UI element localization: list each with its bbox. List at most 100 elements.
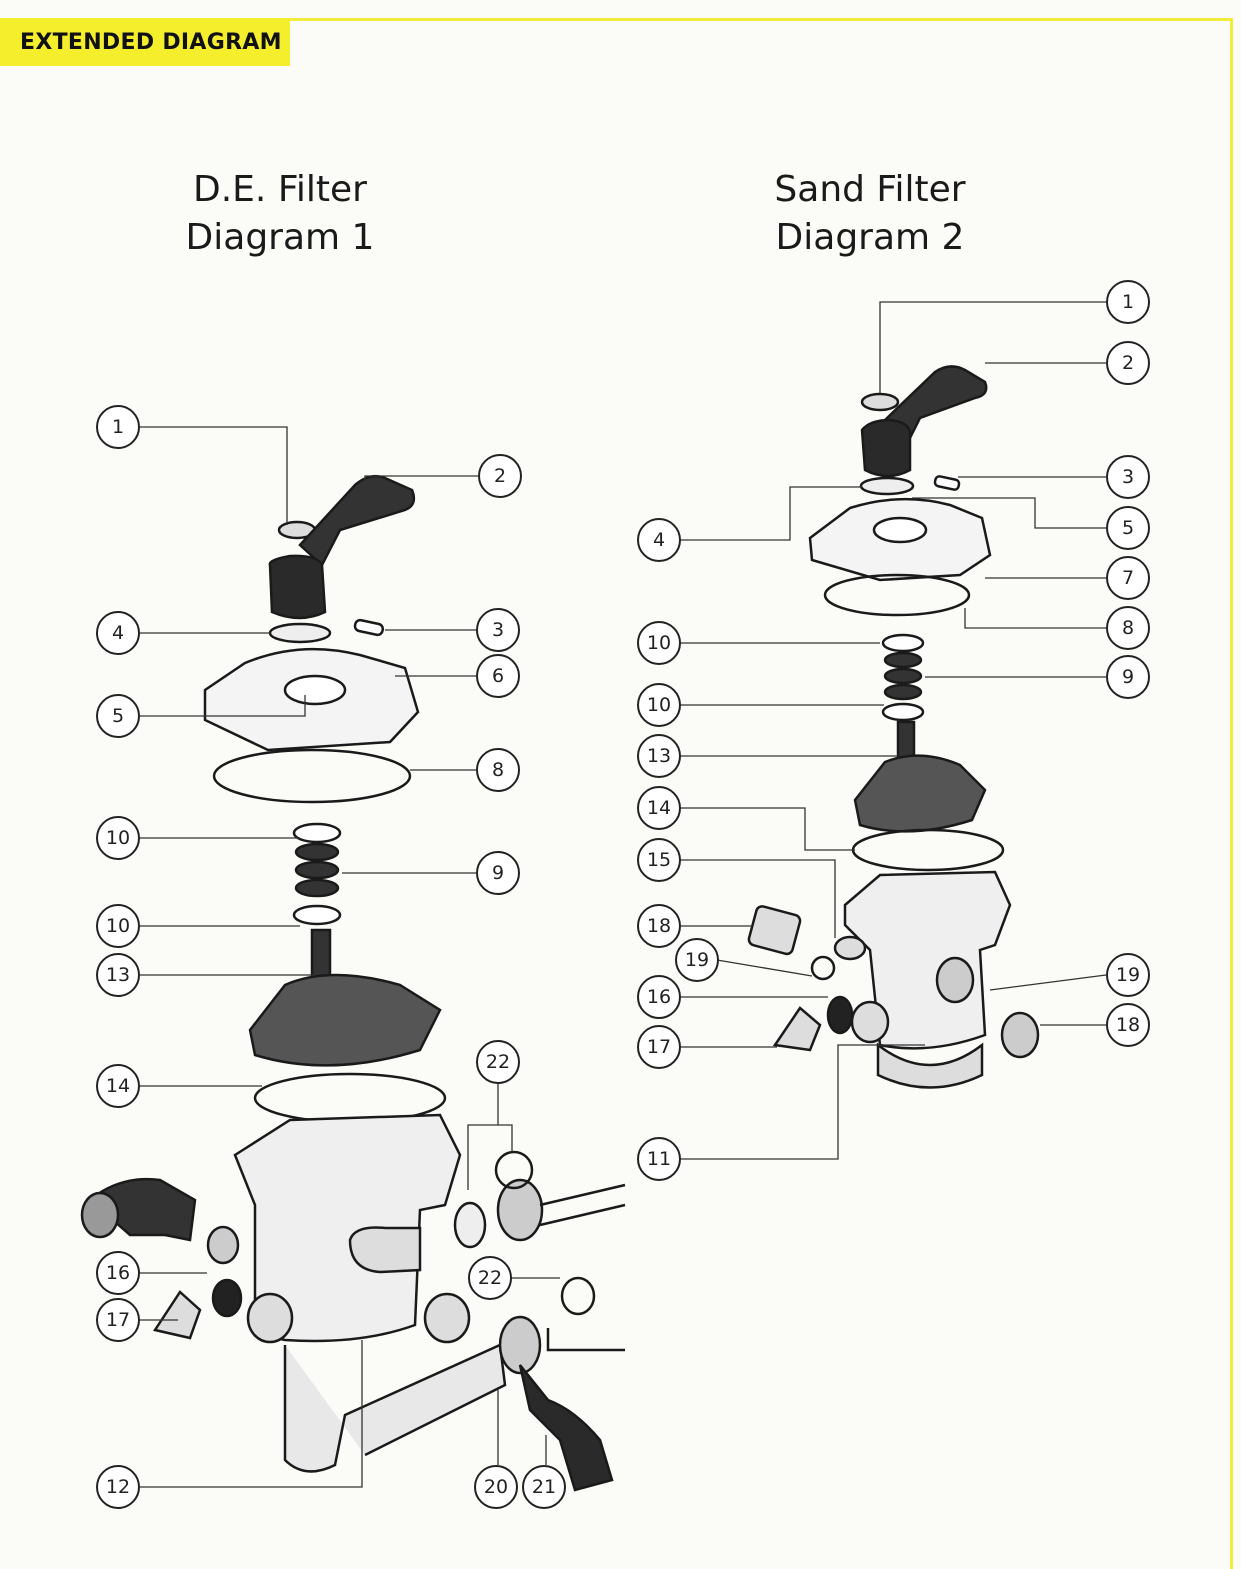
svg-text:2: 2 — [494, 465, 506, 487]
sand-rotor — [853, 754, 987, 833]
de-union-o-ring-b — [560, 1276, 596, 1316]
svg-text:14: 14 — [647, 797, 671, 819]
de-callout-2: 2 — [478, 454, 522, 498]
sand-sight-glass — [772, 1006, 822, 1052]
de-callout-22a: 22 — [476, 1040, 520, 1084]
sand-callout-16: 16 — [637, 975, 681, 1019]
svg-text:18: 18 — [647, 915, 671, 937]
banner-label: EXTENDED DIAGRAM — [20, 30, 282, 55]
de-union-o-ring-a — [494, 1150, 534, 1190]
de-callout-21: 21 — [522, 1465, 566, 1509]
de-port-right — [423, 1292, 471, 1344]
sand-callout-8: 8 — [1106, 606, 1150, 650]
svg-text:6: 6 — [492, 665, 504, 687]
de-sight-glass-ring — [211, 1278, 243, 1318]
de-rotor — [248, 973, 442, 1067]
de-callout-12: 12 — [96, 1465, 140, 1509]
svg-text:13: 13 — [647, 745, 671, 767]
sand-leader-lines — [680, 301, 1107, 1160]
svg-text:15: 15 — [647, 849, 671, 871]
svg-text:8: 8 — [1122, 617, 1134, 639]
sand-cap — [860, 392, 900, 412]
de-clamp — [206, 1225, 240, 1265]
sand-callout-19a: 19 — [675, 938, 719, 982]
svg-text:22: 22 — [478, 1267, 502, 1289]
svg-text:20: 20 — [484, 1476, 508, 1498]
de-spring-1 — [294, 842, 340, 862]
de-callout-17: 17 — [96, 1298, 140, 1342]
sand-callout-19b: 19 — [1106, 953, 1150, 997]
de-callout-6: 6 — [476, 654, 520, 698]
sand-base-flange — [876, 1042, 984, 1089]
de-callout-20: 20 — [474, 1465, 518, 1509]
de-callout-22b: 22 — [468, 1256, 512, 1300]
de-callouts: 1 2 3 4 5 6 8 10 9 10 13 14 22 16 22 17 … — [96, 405, 566, 1509]
svg-text:2: 2 — [1122, 352, 1134, 374]
svg-text:10: 10 — [647, 694, 671, 716]
sand-callout-5: 5 — [1106, 506, 1150, 550]
de-cover-port — [283, 674, 347, 706]
sand-union-left — [747, 905, 802, 956]
de-filter-title: D.E. Filter Diagram 1 — [150, 166, 410, 262]
de-callout-9: 9 — [476, 851, 520, 895]
de-hose — [539, 1183, 626, 1227]
yellow-frame — [0, 18, 1233, 1569]
de-seal-bottom — [292, 904, 342, 926]
de-washer — [268, 622, 332, 644]
svg-text:9: 9 — [1122, 666, 1134, 688]
sand-seal-bottom — [881, 702, 925, 722]
svg-text:12: 12 — [106, 1476, 130, 1498]
sand-callout-3: 3 — [1106, 455, 1150, 499]
svg-text:18: 18 — [1116, 1014, 1140, 1036]
de-callout-13: 13 — [96, 953, 140, 997]
de-pin — [353, 618, 385, 637]
svg-text:19: 19 — [685, 949, 709, 971]
svg-text:17: 17 — [106, 1309, 130, 1331]
sand-handle — [883, 365, 988, 451]
sand-callout-18a: 18 — [637, 904, 681, 948]
svg-text:14: 14 — [106, 1075, 130, 1097]
de-bottom-tee — [283, 1343, 507, 1473]
sand-cover-o-ring — [823, 573, 971, 617]
sand-callout-15: 15 — [637, 838, 681, 882]
de-callout-4: 4 — [96, 611, 140, 655]
svg-text:10: 10 — [106, 827, 130, 849]
sand-callouts: 1 2 3 4 5 7 8 10 9 10 13 14 15 18 19 19 … — [637, 280, 1150, 1181]
sand-sight-glass-ring — [826, 995, 854, 1035]
svg-text:17: 17 — [647, 1036, 671, 1058]
svg-text:19: 19 — [1116, 964, 1140, 986]
de-left-elbow-end — [80, 1191, 120, 1239]
svg-text:11: 11 — [647, 1148, 671, 1170]
svg-text:10: 10 — [106, 915, 130, 937]
sand-callout-13: 13 — [637, 734, 681, 778]
sand-callout-7: 7 — [1106, 556, 1150, 600]
sand-filter-title: Sand Filter Diagram 2 — [740, 166, 1000, 262]
de-filter-drawing — [80, 474, 626, 1492]
svg-text:22: 22 — [486, 1051, 510, 1073]
sand-callout-11: 11 — [637, 1137, 681, 1181]
sand-gauge-o-ring — [810, 955, 836, 981]
sand-callout-17: 17 — [637, 1025, 681, 1069]
svg-text:1: 1 — [112, 416, 124, 438]
de-callout-1: 1 — [96, 405, 140, 449]
de-leader-lines — [140, 426, 560, 1488]
sand-callout-2: 2 — [1106, 341, 1150, 385]
sand-spider-gasket — [851, 828, 1005, 872]
svg-text:16: 16 — [647, 986, 671, 1008]
de-callout-3: 3 — [476, 608, 520, 652]
de-sight-glass — [152, 1290, 202, 1340]
svg-text:10: 10 — [647, 632, 671, 654]
svg-text:13: 13 — [106, 964, 130, 986]
de-union-b — [496, 1178, 544, 1242]
sand-spring-2 — [883, 667, 923, 685]
svg-text:5: 5 — [1122, 517, 1134, 539]
de-callout-5: 5 — [96, 694, 140, 738]
de-callout-10a: 10 — [96, 816, 140, 860]
svg-text:5: 5 — [112, 705, 124, 727]
de-knob — [268, 554, 327, 620]
sand-cover-port — [872, 516, 928, 544]
sand-callout-10b: 10 — [637, 683, 681, 727]
sand-filter-title-line1: Sand Filter — [774, 169, 966, 210]
